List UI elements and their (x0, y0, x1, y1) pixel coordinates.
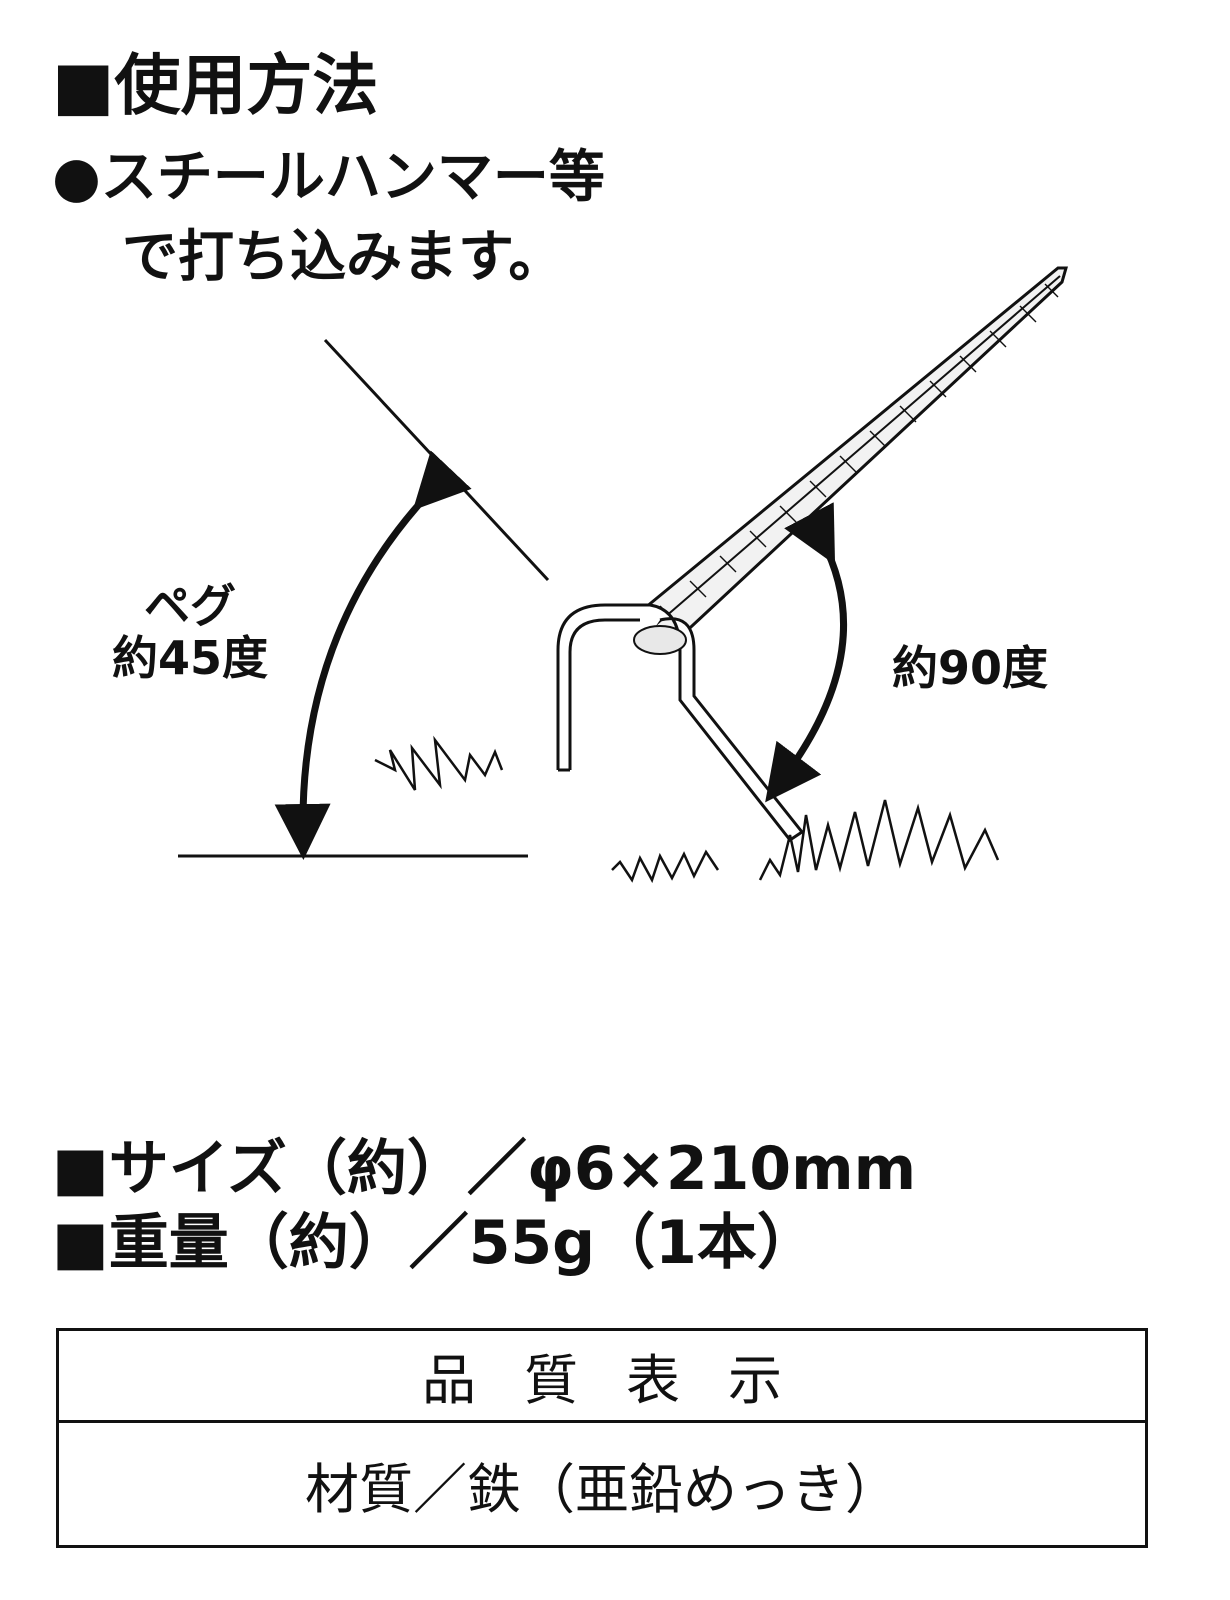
peg-angle-label: ペグ 約45度 (80, 580, 300, 684)
usage-instruction: ●スチールハンマー等 で打ち込みます。 (52, 138, 605, 298)
peg-angle-label-line2: 約45度 (111, 631, 268, 685)
peg (556, 603, 805, 843)
usage-instruction-line2: で打ち込みます。 (122, 225, 565, 290)
rope-wrap (633, 625, 687, 655)
peg-angle-label-line1: ペグ (144, 579, 236, 633)
rope-angle-label: 約90度 (891, 641, 1048, 695)
weight-spec: ■重量（約）／55g（1本） (52, 1208, 817, 1278)
peg-diagram (178, 266, 1068, 884)
quality-table-header: 品質表示 (59, 1331, 1145, 1423)
angle-reference-diagonal (323, 338, 550, 582)
rope (638, 266, 1068, 655)
size-spec: ■サイズ（約）／φ6×210mm (52, 1134, 917, 1204)
usage-instruction-line1: ●スチールハンマー等 (52, 145, 605, 210)
quality-material: 材質／鉄（亜鉛めっき） (305, 1457, 899, 1521)
quality-table: 品質表示 材質／鉄（亜鉛めっき） (56, 1328, 1148, 1548)
angle-45-arrow (274, 450, 472, 860)
grass (374, 735, 1000, 884)
usage-heading: ■使用方法 (52, 47, 379, 124)
angle-90-arrow (765, 502, 848, 803)
